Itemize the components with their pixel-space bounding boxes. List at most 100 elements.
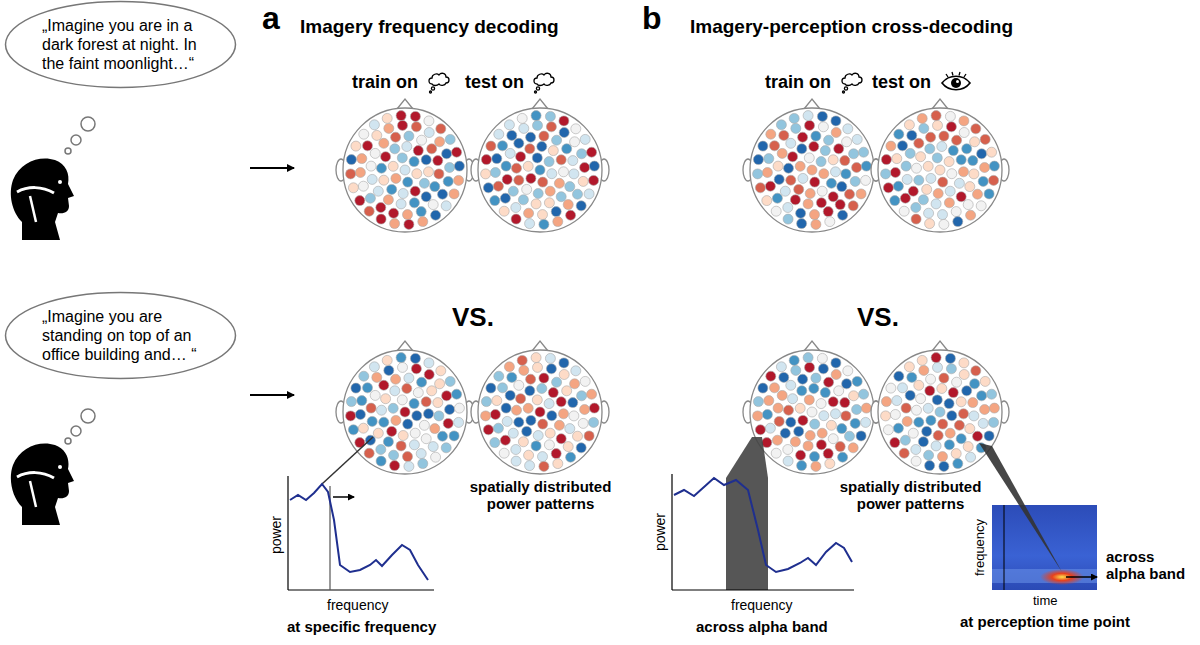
electrode xyxy=(544,198,554,208)
electrode xyxy=(507,372,517,382)
electrode xyxy=(765,181,775,191)
electrode xyxy=(499,206,509,216)
electrode xyxy=(410,186,420,196)
electrode xyxy=(589,417,599,427)
electrode xyxy=(551,207,561,217)
electrode xyxy=(890,438,900,448)
electrode xyxy=(914,175,924,185)
electrode xyxy=(831,116,841,126)
head-outline xyxy=(878,350,1002,474)
electrode xyxy=(358,423,368,433)
bubble-text: „Imagine you are standing on top of an o… xyxy=(42,307,200,364)
electrode xyxy=(841,169,851,179)
electrode xyxy=(577,391,587,401)
electrode xyxy=(956,434,966,444)
electrode xyxy=(907,372,917,382)
time-frequency-plot xyxy=(979,443,1097,590)
electrode xyxy=(523,403,533,413)
electrode xyxy=(410,111,420,121)
electrode xyxy=(978,418,988,428)
electrode xyxy=(803,111,813,121)
electrode xyxy=(421,434,431,444)
electrode xyxy=(783,456,793,466)
electrode xyxy=(973,431,983,441)
electrode xyxy=(403,210,413,220)
electrode xyxy=(554,420,564,430)
electrode xyxy=(840,156,850,166)
electrode xyxy=(441,443,451,453)
electrode xyxy=(881,155,891,165)
electrode xyxy=(791,365,801,375)
electrode xyxy=(433,398,443,408)
electrode xyxy=(580,134,590,144)
electrode xyxy=(963,200,973,210)
electrode xyxy=(820,146,830,156)
electrode xyxy=(501,403,511,413)
electrode xyxy=(925,144,935,154)
power-spectrum-plot xyxy=(672,437,854,590)
electrode xyxy=(436,124,446,134)
electrode xyxy=(382,355,392,365)
electrode xyxy=(946,122,956,132)
electrode xyxy=(893,423,903,433)
electrode xyxy=(419,420,429,430)
electrode xyxy=(355,168,365,178)
electrode xyxy=(842,379,852,389)
electrode xyxy=(805,189,815,199)
electrode xyxy=(507,130,517,140)
electrode xyxy=(544,157,554,167)
electrode xyxy=(817,186,827,196)
electrode xyxy=(431,452,441,462)
electrode xyxy=(818,122,828,132)
scalp-map xyxy=(471,99,609,232)
electrode xyxy=(841,411,851,421)
electrode xyxy=(369,120,379,130)
electrode xyxy=(409,198,419,208)
electrode xyxy=(589,161,599,171)
electrode xyxy=(922,184,932,194)
electrode xyxy=(377,163,387,173)
electrode xyxy=(535,407,545,417)
electrode xyxy=(977,391,987,401)
electrode xyxy=(565,182,575,192)
electrode xyxy=(789,113,799,123)
electrode xyxy=(535,165,545,175)
electrode xyxy=(926,132,936,142)
electrode xyxy=(363,383,373,393)
electrode xyxy=(379,417,389,427)
electrode xyxy=(526,132,536,142)
electrode xyxy=(441,201,451,211)
electrode xyxy=(890,196,900,206)
electrode xyxy=(784,405,794,415)
electrode xyxy=(402,384,412,394)
electrode xyxy=(504,120,514,130)
electrode xyxy=(563,200,573,210)
electrode xyxy=(933,120,943,130)
electrode xyxy=(925,219,935,229)
electrode xyxy=(559,358,569,368)
panel-title: Imagery frequency decoding xyxy=(300,16,559,38)
electrode xyxy=(363,141,373,151)
electrode xyxy=(788,152,798,162)
electrode xyxy=(901,403,911,413)
electrode xyxy=(811,219,821,229)
plot-caption: across alpha band xyxy=(696,618,828,635)
electrode xyxy=(494,371,504,381)
electrode xyxy=(391,173,401,183)
electrode xyxy=(954,178,964,188)
electrode xyxy=(404,219,414,229)
electrode xyxy=(400,407,410,417)
electrode xyxy=(417,377,427,387)
electrode xyxy=(989,175,999,185)
electrode xyxy=(512,163,522,173)
electrode xyxy=(504,362,514,372)
electrode xyxy=(825,459,835,469)
electrode xyxy=(568,398,578,408)
electrode xyxy=(364,448,374,458)
electrode xyxy=(971,124,981,134)
electrode xyxy=(783,445,793,455)
electrode xyxy=(532,153,542,163)
electrode xyxy=(791,123,801,133)
electrode xyxy=(562,144,572,154)
electrode xyxy=(966,452,976,462)
